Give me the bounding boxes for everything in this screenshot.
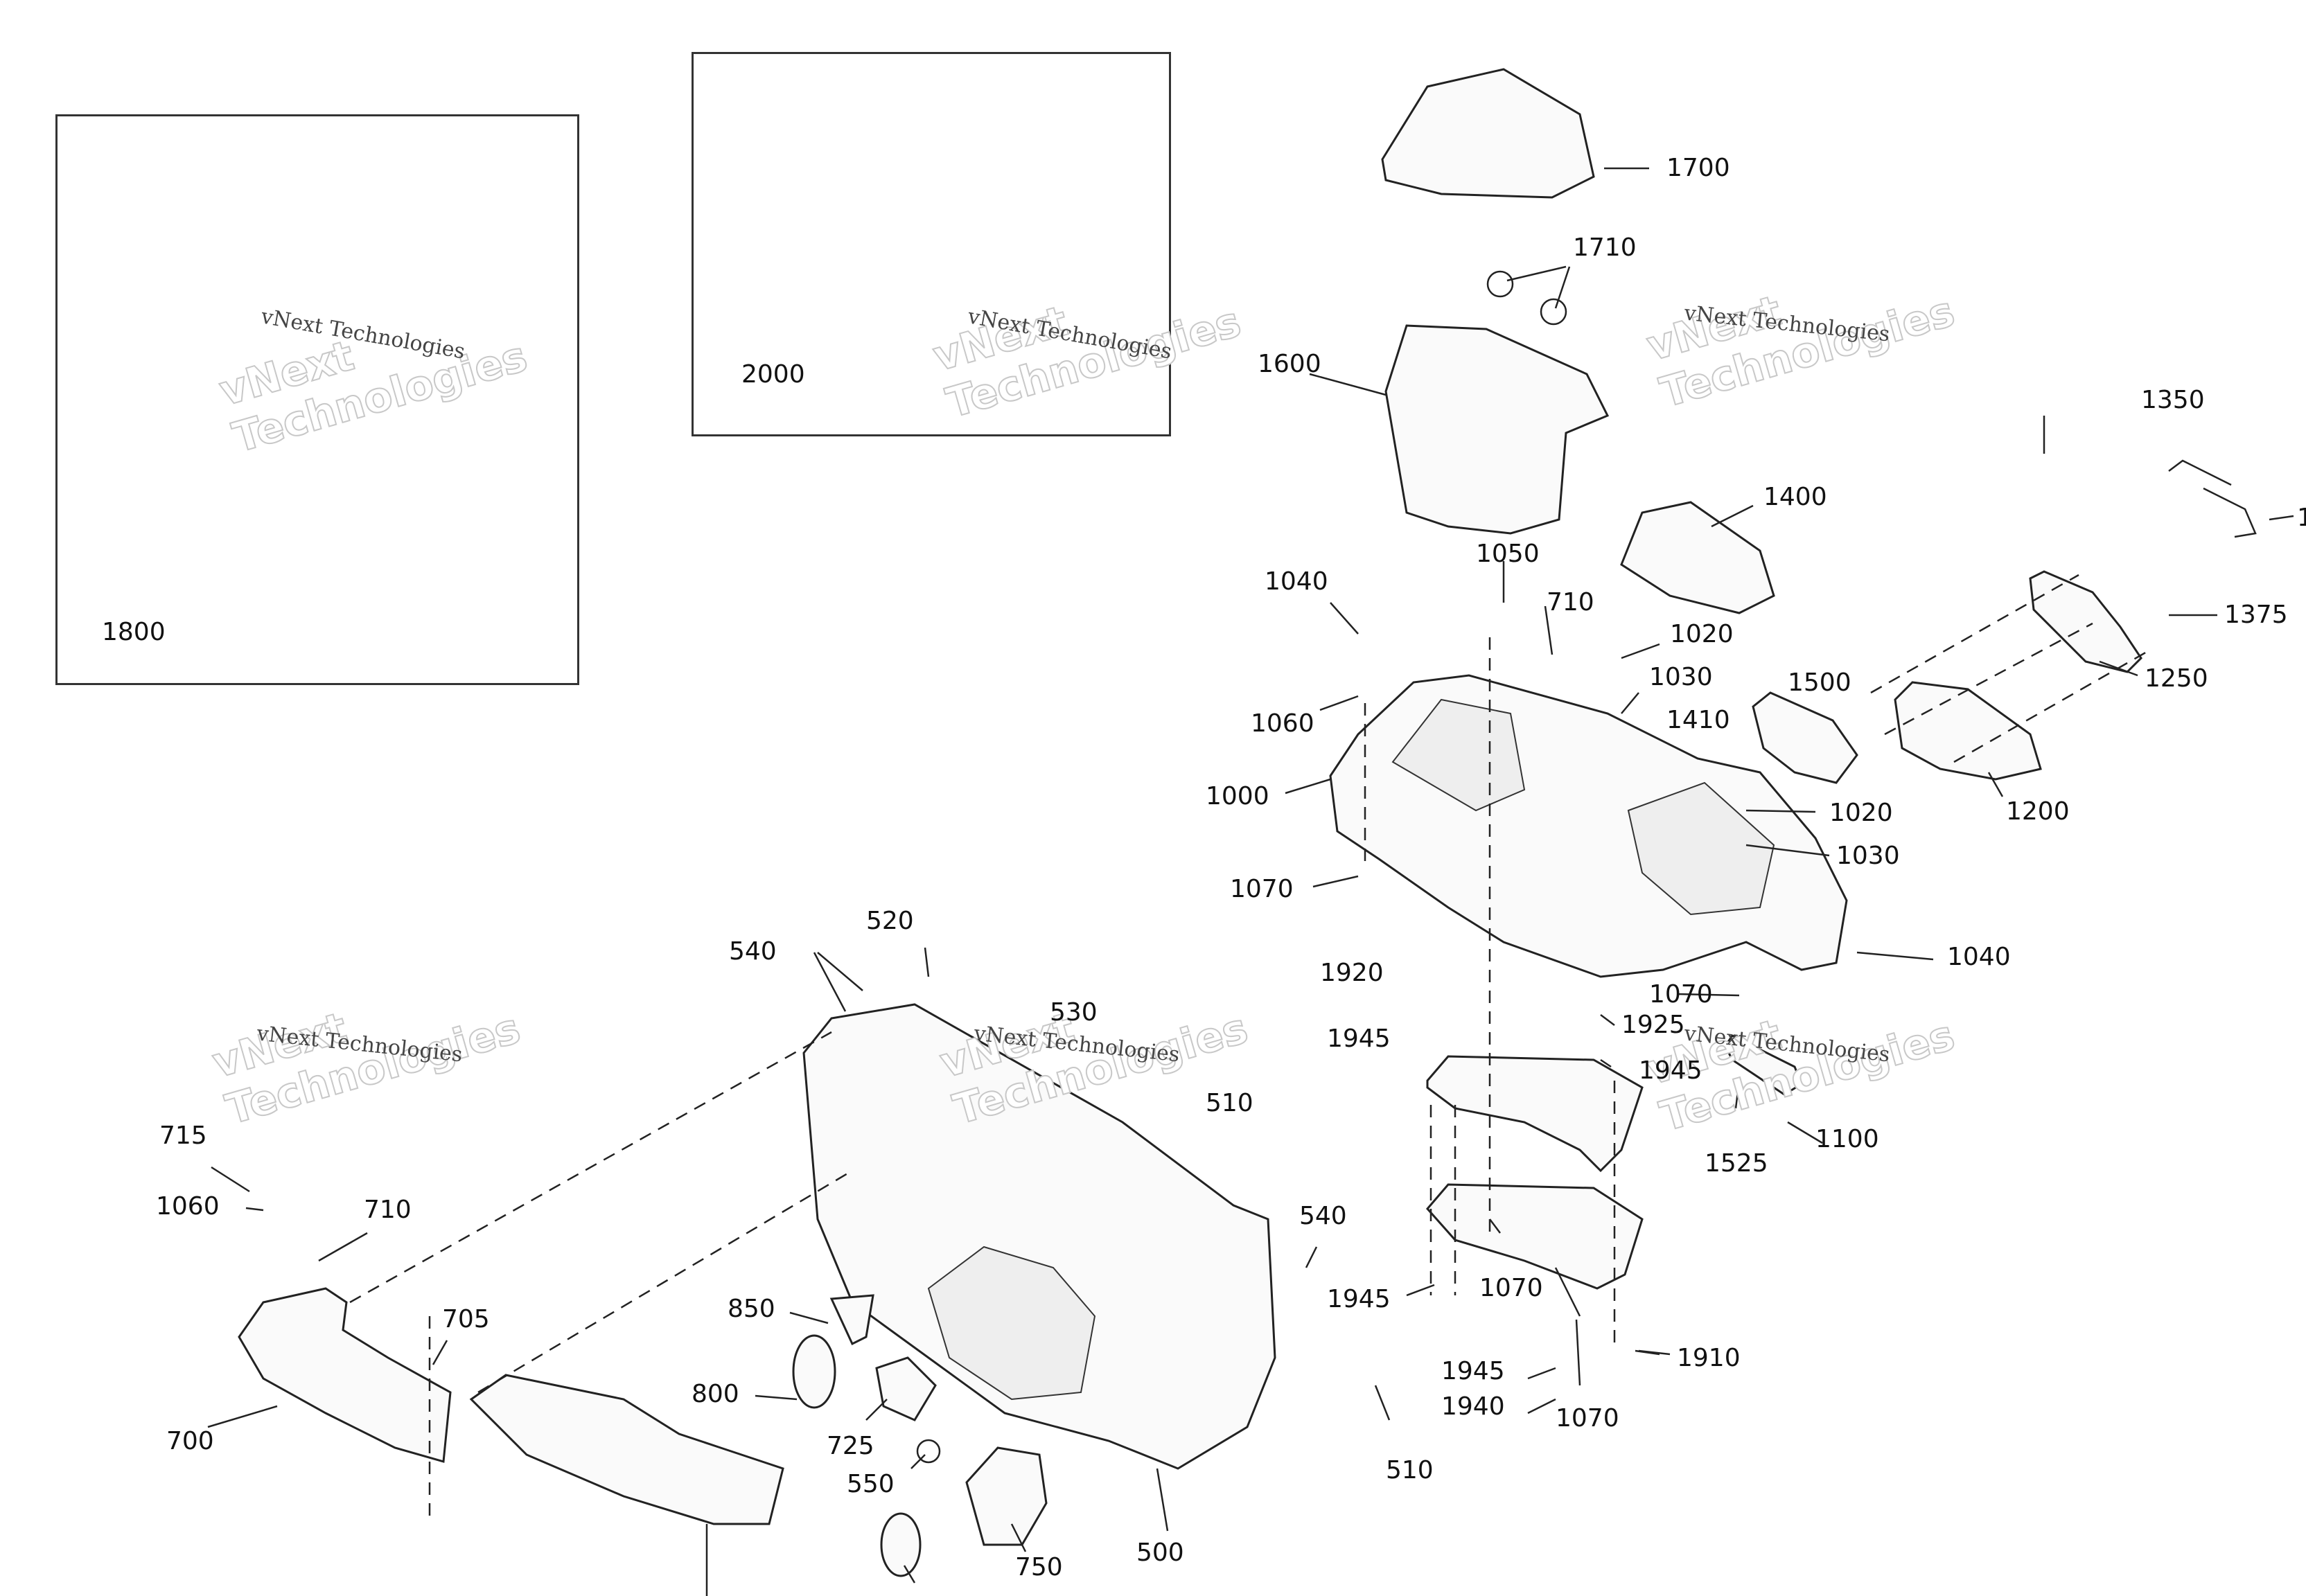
callout-1945c: 1945 [1327, 1285, 1391, 1313]
callout-725: 725 [827, 1432, 874, 1460]
callout-1070: 1070 [1230, 875, 1294, 903]
callout-510b: 510 [1386, 1456, 1434, 1484]
callout-500: 500 [1136, 1539, 1184, 1567]
callout-1945b: 1945 [1639, 1056, 1702, 1085]
part-1910-lower-frame [1426, 1183, 1644, 1290]
part-1500-bracket [1752, 691, 1858, 784]
callout-1500: 1500 [1788, 668, 1851, 697]
part-1300-trim [2203, 487, 2257, 538]
inset-label-2000: 2000 [741, 360, 805, 389]
callout-1700: 1700 [1666, 154, 1730, 182]
part-850-funnel [829, 1294, 874, 1346]
callout-1030: 1030 [1649, 663, 1713, 691]
part-1600-bin [1384, 324, 1610, 535]
callout-1410: 1410 [1666, 706, 1730, 734]
callout-750: 750 [1015, 1553, 1063, 1581]
callout-1030b: 1030 [1836, 842, 1900, 870]
part-1920-upper-frame [1426, 1055, 1644, 1173]
callout-530: 530 [1050, 998, 1098, 1027]
part-700-shield [238, 1287, 452, 1463]
part-500-panel [802, 1003, 1276, 1470]
part-750-boot [965, 1446, 1048, 1546]
callout-1945: 1945 [1327, 1025, 1391, 1053]
callout-550: 550 [847, 1470, 895, 1498]
callout-1200: 1200 [2006, 797, 2070, 826]
inset-label-1800: 1800 [102, 618, 166, 646]
inset-2000 [692, 52, 1171, 436]
part-725-filter [875, 1356, 937, 1421]
part-1700-cover [1381, 68, 1595, 199]
callout-1300-cut: 1 [2297, 504, 2306, 532]
callout-1040b: 1040 [1947, 943, 2011, 971]
inset-1800 [55, 114, 579, 685]
callout-1060b: 1060 [156, 1192, 220, 1221]
part-1200-shell [1894, 681, 2042, 781]
callout-1040: 1040 [1265, 567, 1328, 596]
leader-lines [207, 167, 2294, 1596]
callout-1100: 1100 [1815, 1125, 1879, 1153]
part-1250-housing [2029, 570, 2142, 673]
callout-510: 510 [1206, 1089, 1253, 1117]
callout-1070d: 1070 [1556, 1404, 1619, 1433]
callout-1710: 1710 [1573, 233, 1637, 262]
callout-700: 700 [166, 1427, 214, 1455]
assembly-lines [349, 574, 2149, 1517]
part-800-seal [792, 1334, 836, 1409]
callout-1000: 1000 [1206, 782, 1269, 810]
callout-1060: 1060 [1251, 709, 1314, 738]
callout-540b: 540 [1299, 1202, 1347, 1230]
callout-1250: 1250 [2145, 664, 2208, 693]
callout-520: 520 [866, 907, 914, 935]
callout-850: 850 [728, 1295, 775, 1323]
callout-540: 540 [729, 937, 777, 966]
part-1100-bracket [1724, 1034, 1803, 1096]
part-1350-trim [2168, 459, 2232, 486]
callout-1020: 1020 [1670, 620, 1734, 648]
callout-1940: 1940 [1441, 1392, 1505, 1421]
callout-1070b: 1070 [1649, 980, 1713, 1009]
callout-1925: 1925 [1621, 1011, 1685, 1039]
part-705-shield [469, 1374, 784, 1525]
callout-710: 710 [1547, 588, 1594, 617]
callout-705: 705 [442, 1305, 490, 1333]
callout-715: 715 [159, 1121, 207, 1150]
part-1400 [1620, 501, 1775, 614]
callout-1400: 1400 [1763, 483, 1827, 511]
callout-1600: 1600 [1258, 350, 1321, 378]
callout-1910: 1910 [1677, 1344, 1741, 1372]
callout-710b: 710 [364, 1196, 412, 1224]
callout-1525: 1525 [1705, 1149, 1768, 1178]
callout-1020b: 1020 [1829, 799, 1893, 827]
callout-1070c: 1070 [1479, 1274, 1543, 1302]
grommet-1710a [1486, 270, 1514, 298]
callout-1945d: 1945 [1441, 1357, 1505, 1385]
part-clamp [880, 1512, 922, 1577]
callout-1375: 1375 [2224, 601, 2288, 629]
callout-1050: 1050 [1476, 540, 1540, 568]
callout-1350: 1350 [2141, 386, 2205, 414]
grommet-1710b [1540, 298, 1567, 326]
callout-800: 800 [692, 1380, 739, 1408]
callout-1920: 1920 [1320, 959, 1384, 987]
